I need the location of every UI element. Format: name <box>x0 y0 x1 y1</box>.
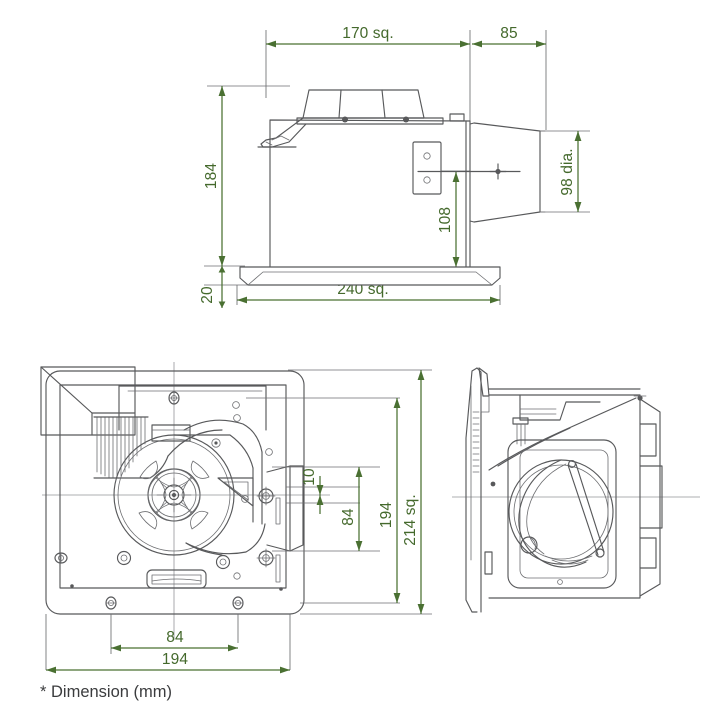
dim-84-vertical: 84 <box>340 467 363 551</box>
small-hole <box>233 572 241 580</box>
dim-170-sq: 170 sq. <box>266 25 470 48</box>
side-casing <box>488 388 641 599</box>
dim-98-dia: 98 dia. <box>559 131 582 212</box>
small-hole-5 <box>241 495 249 503</box>
side-louvre-strip <box>472 411 480 473</box>
dim-108: 108 <box>437 172 460 267</box>
dim-label-20: 20 <box>199 286 216 304</box>
dim-label-108: 108 <box>437 207 454 233</box>
dim-20: 20 <box>199 266 226 308</box>
mount-hole-right-lower <box>256 548 276 568</box>
side-trim-plate <box>465 367 496 613</box>
dim-label-194-vertical: 194 <box>378 502 395 528</box>
impeller-blades <box>138 460 210 530</box>
mount-hole-br <box>232 596 244 610</box>
dim-label-84-vertical: 84 <box>340 508 357 526</box>
side-duct-shell <box>633 395 663 597</box>
view-side-elevation <box>452 367 700 613</box>
view-plan: 10 84 194 214 sq. 84 <box>40 362 432 674</box>
screw-boss-a <box>116 550 132 566</box>
small-hole-3 <box>233 414 241 422</box>
front-body-geometry <box>239 89 546 286</box>
dim-label-85: 85 <box>500 25 517 42</box>
dim-85: 85 <box>472 25 546 48</box>
dim-10: 10 <box>301 468 324 514</box>
dim-184: 184 <box>203 86 226 266</box>
dim-label-194-horizontal: 194 <box>162 651 188 668</box>
dim-label-184: 184 <box>203 163 220 189</box>
plan-fasteners <box>54 391 283 610</box>
mount-hole-right-upper <box>256 486 276 506</box>
dim-label-98-dia: 98 dia. <box>559 148 576 195</box>
dim-label-214-sq: 214 sq. <box>402 494 419 546</box>
dim-194-horizontal: 194 <box>46 651 290 674</box>
side-outlet-frame <box>507 439 617 589</box>
side-impeller-ring <box>508 459 614 568</box>
view-front-elevation: 170 sq. 85 184 108 98 dia. <box>199 25 590 308</box>
mount-hole-left <box>54 552 68 564</box>
dim-label-84-horizontal: 84 <box>166 629 184 646</box>
mount-hole-tl <box>168 391 180 405</box>
dim-label-10: 10 <box>301 468 318 486</box>
mount-hole-bl <box>105 596 117 610</box>
louvre-slats <box>96 416 146 479</box>
dim-84-horizontal: 84 <box>111 629 238 652</box>
small-hole-4 <box>265 448 273 456</box>
plan-extension-lines <box>45 369 432 670</box>
front-extension-lines <box>204 30 590 305</box>
dim-214-sq: 214 sq. <box>402 370 425 614</box>
screw-boss-b <box>215 554 231 570</box>
dim-label-170: 170 sq. <box>342 25 394 42</box>
small-hole-2 <box>232 401 240 409</box>
small-hole-6 <box>211 438 221 448</box>
dimension-unit-note: * Dimension (mm) <box>40 683 172 701</box>
plan-scroll-housing <box>118 385 304 555</box>
dim-194-vertical: 194 <box>378 398 401 603</box>
